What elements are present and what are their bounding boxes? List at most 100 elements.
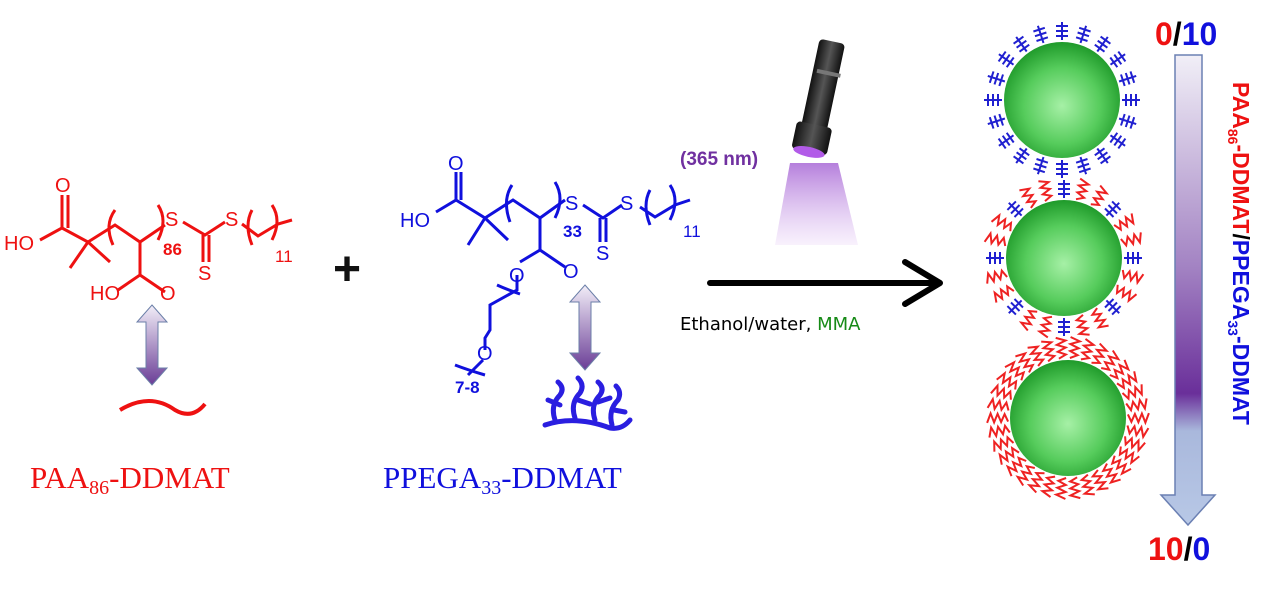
ppega-brush [1124, 252, 1142, 264]
paa-chain [1040, 340, 1057, 363]
ppega-brush-cartoon [542, 375, 633, 431]
ppega-brush [1104, 298, 1122, 316]
paa-ddmat-label: PAA86-DDMAT [30, 460, 230, 499]
ppega-brush [1118, 113, 1137, 129]
ppega-brush [1056, 160, 1068, 178]
paa-chain [990, 212, 1013, 232]
paa-chain [1120, 231, 1142, 248]
ppega-brush [1118, 71, 1137, 87]
paa-double-arrow [135, 304, 169, 386]
paa-chain [996, 370, 1018, 390]
ppega-dp: 33 [563, 222, 582, 241]
ppega-brush [1109, 51, 1127, 68]
paa-chain [986, 268, 1008, 285]
ppega-s2: S [620, 193, 633, 215]
paa-chain [1109, 359, 1131, 380]
paa-repeat: 11 [275, 247, 293, 266]
ppega-brush [1013, 35, 1030, 53]
paa-chain [1015, 464, 1036, 487]
paa-chain [1090, 469, 1109, 491]
paa-o-top: O [55, 175, 71, 197]
ppega-repeat: 11 [683, 222, 701, 241]
nanoparticle-series [983, 22, 1150, 500]
paa-chain [1039, 475, 1057, 498]
ppega-s1: S [565, 193, 578, 215]
ppega-o-carbonyl: O [563, 261, 579, 283]
ppega-brush [1006, 298, 1024, 316]
wavelength-label: (365 nm) [680, 149, 758, 170]
paa-s1: S [165, 209, 178, 231]
paa-ddmat-structure: HO O S 86 S S 11 HO O [4, 175, 293, 305]
paa-chain [1126, 410, 1150, 426]
paa-chain [1067, 336, 1083, 359]
uv-flashlight-icon [775, 39, 858, 245]
ppega-brush [1013, 147, 1030, 165]
ppega-brush [1122, 94, 1140, 106]
ppega-brush [1033, 156, 1049, 175]
paa-s2: S [225, 209, 238, 231]
paa-chain [1101, 463, 1121, 485]
paa-chain [1027, 345, 1046, 367]
ratio-gradient-arrow [1159, 54, 1217, 527]
paa-chain [1053, 477, 1069, 500]
paa-dp: 86 [163, 240, 182, 259]
ppega-brush [1058, 318, 1070, 336]
ppega-brush [1094, 147, 1111, 165]
paa-chain [1124, 436, 1146, 453]
pmma-core-sphere [1010, 360, 1126, 476]
ppega-brush [1075, 156, 1091, 175]
ppega-s-double: S [596, 243, 609, 265]
paa-chain [1018, 309, 1038, 332]
ppega-o-top: O [448, 153, 464, 175]
paa-ho-bottom: HO [90, 283, 120, 305]
ppega-ddmat-structure: HO O S 33 S S 11 O O O 7-8 [400, 153, 701, 397]
paa-chain [986, 396, 1010, 413]
paa-chain [1118, 446, 1140, 466]
paa-chain [1125, 397, 1148, 413]
paa-chain [1067, 476, 1082, 500]
ppega-brush [997, 132, 1015, 149]
paa-chain [1005, 456, 1027, 477]
ppega-brush [1094, 35, 1111, 53]
pmma-core-sphere [1006, 200, 1122, 316]
paa-chain [1004, 360, 1026, 381]
ppega-brush [987, 113, 1006, 129]
paa-chain [988, 423, 1011, 439]
ppega-brush [984, 94, 1002, 106]
paa-chain [1121, 268, 1145, 286]
ppega-brush [1056, 22, 1068, 40]
ppega-brush [1006, 200, 1024, 218]
ratio-axis-label: PAA86-DDMAT/PPEGA33-DDMAT [1225, 82, 1254, 425]
paa-chain [1019, 187, 1038, 209]
paa-chain [1100, 349, 1121, 372]
paa-chain [1015, 351, 1035, 373]
paa-ho-top: HO [4, 233, 34, 255]
ppega-brush [1109, 132, 1127, 149]
ppega-double-arrow [568, 284, 602, 371]
paa-chain [1074, 314, 1091, 336]
ppega-brush [997, 51, 1015, 68]
paa-chain [1113, 213, 1135, 232]
ratio-bottom-label: 10/0 [1148, 531, 1210, 567]
paa-chain [986, 410, 1010, 426]
paa-chain [1079, 473, 1096, 496]
paa-chain [1091, 342, 1110, 365]
paa-chain [1036, 315, 1054, 339]
paa-chain [1079, 338, 1097, 361]
reaction-arrow [707, 259, 943, 307]
paa-chain [998, 446, 1020, 465]
paa-chain [1090, 184, 1110, 207]
ratio-top-label: 0/10 [1155, 16, 1217, 52]
paa-chain [1126, 423, 1150, 440]
paa-chain-cartoon [118, 399, 207, 416]
paa-chain [1116, 371, 1138, 390]
ppega-o-ester: O [509, 265, 525, 287]
plus-sign: + [333, 243, 361, 296]
pmma-core-sphere [1004, 42, 1120, 158]
ppega-brush [1075, 25, 1091, 44]
ppega-brush [1104, 200, 1122, 218]
paa-chain [1110, 455, 1132, 476]
paa-chain [983, 230, 1007, 248]
ppega-peg-repeat: 7-8 [455, 378, 480, 397]
ppega-brush [987, 71, 1006, 87]
